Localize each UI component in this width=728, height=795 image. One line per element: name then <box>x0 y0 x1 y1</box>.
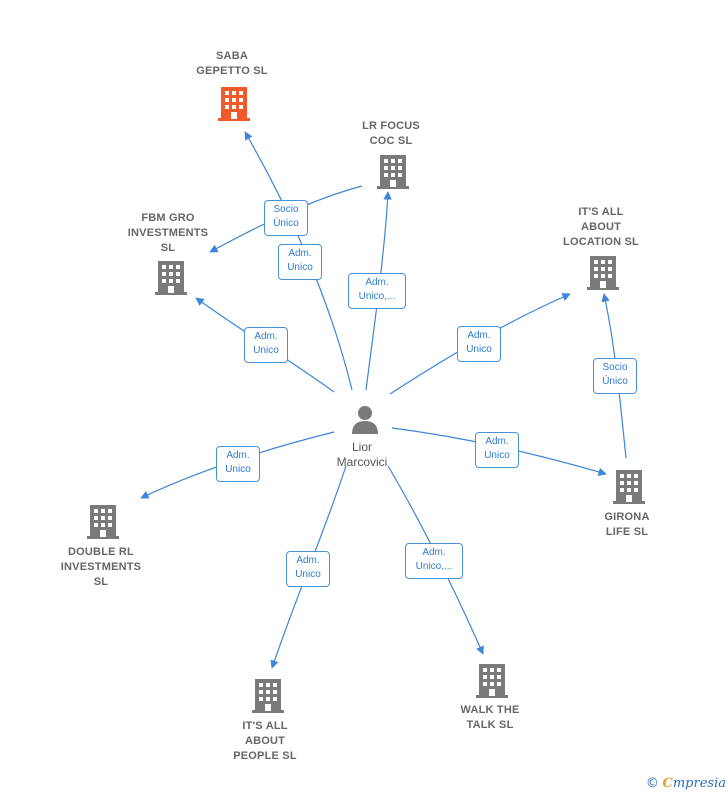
person-icon[interactable] <box>350 404 380 434</box>
building-icon[interactable] <box>252 677 284 713</box>
company-label-double[interactable]: DOUBLE RL INVESTMENTS SL <box>60 546 142 588</box>
building-icon[interactable] <box>155 259 187 295</box>
company-label-lrfocus[interactable]: LR FOCUS COC SL <box>362 120 420 147</box>
edge-label-fbm-socio: Socio Único <box>264 200 308 236</box>
edge-label-girona-socio: Socio Único <box>593 358 637 394</box>
building-icon[interactable] <box>613 468 645 504</box>
edge-label-saba: Adm. Unico <box>278 244 322 280</box>
copyright-symbol: © <box>645 776 659 791</box>
company-label-itsloc[interactable]: IT'S ALL ABOUT LOCATION SL <box>563 206 639 248</box>
edge-label-girona: Adm. Unico <box>475 432 519 468</box>
company-label-people[interactable]: IT'S ALL ABOUT PEOPLE SL <box>233 720 297 762</box>
company-label-girona[interactable]: GIRONA LIFE SL <box>604 511 650 538</box>
edge-label-walk: Adm. Unico,... <box>405 543 463 579</box>
building-icon[interactable] <box>87 503 119 539</box>
person-label[interactable]: Lior Marcovici <box>336 440 388 469</box>
company-label-walk[interactable]: WALK THE TALK SL <box>460 704 520 731</box>
building-icon[interactable] <box>587 254 619 290</box>
company-label-fbm[interactable]: FBM GRO INVESTMENTS SL <box>127 212 209 254</box>
footer-brand[interactable]: © Cmpresia <box>646 775 726 791</box>
building-icon[interactable] <box>476 662 508 698</box>
edge-label-lrfocus: Adm. Unico,... <box>348 273 406 309</box>
edge-label-fbm: Adm. Unico <box>244 327 288 363</box>
edge-label-double: Adm. Unico <box>216 446 260 482</box>
brand-logo: Cmpresia <box>662 776 727 791</box>
building-icon[interactable] <box>218 85 250 121</box>
edge-label-itsloc: Adm. Unico <box>457 326 501 362</box>
company-label-saba[interactable]: SABA GEPETTO SL <box>196 50 268 77</box>
building-icon[interactable] <box>377 153 409 189</box>
edge-label-people: Adm. Unico <box>286 551 330 587</box>
